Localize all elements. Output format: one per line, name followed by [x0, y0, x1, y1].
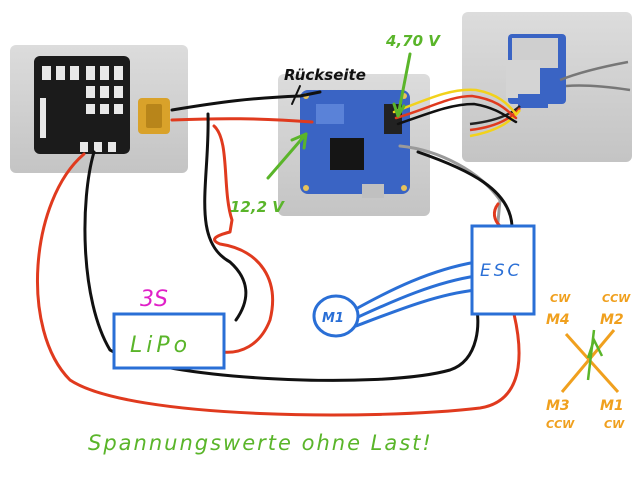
- wires: [36, 52, 521, 417]
- esc-box: [470, 224, 536, 316]
- m3-name-label: M3: [546, 398, 570, 414]
- receiver-photo: [462, 12, 632, 162]
- pdb-pads: [40, 66, 123, 152]
- motor-label: M1: [322, 311, 344, 326]
- voltage-receiver-label: 4,70 V: [385, 32, 441, 50]
- caption-text: Spannungswerte ohne Last!: [88, 431, 433, 455]
- m3-dir-label: CCW: [546, 418, 575, 431]
- m4-dir-label: CW: [550, 292, 571, 305]
- m1-dir-label: CW: [604, 418, 625, 431]
- usb-port: [362, 184, 384, 198]
- voltage-fc-label: 12,2 V: [230, 198, 285, 216]
- esc-label: ESC: [480, 261, 522, 281]
- motor-layout-cross: [560, 329, 620, 394]
- m2-dir-label: CCW: [602, 292, 631, 305]
- fc-mcu: [330, 138, 364, 170]
- motor-circle: [312, 294, 360, 338]
- m2-name-label: M2: [600, 312, 624, 328]
- battery-cells-label: 3S: [140, 287, 168, 312]
- rueckseite-label: Rückseite: [284, 66, 366, 84]
- m1-name-label: M1: [600, 398, 624, 414]
- battery-label: LiPo: [130, 333, 191, 358]
- m4-name-label: M4: [546, 312, 570, 328]
- lipo-battery-box: [112, 312, 226, 370]
- pdb-photo: [10, 45, 188, 173]
- pdb-board: [34, 56, 130, 154]
- flight-controller-photo: [278, 74, 430, 216]
